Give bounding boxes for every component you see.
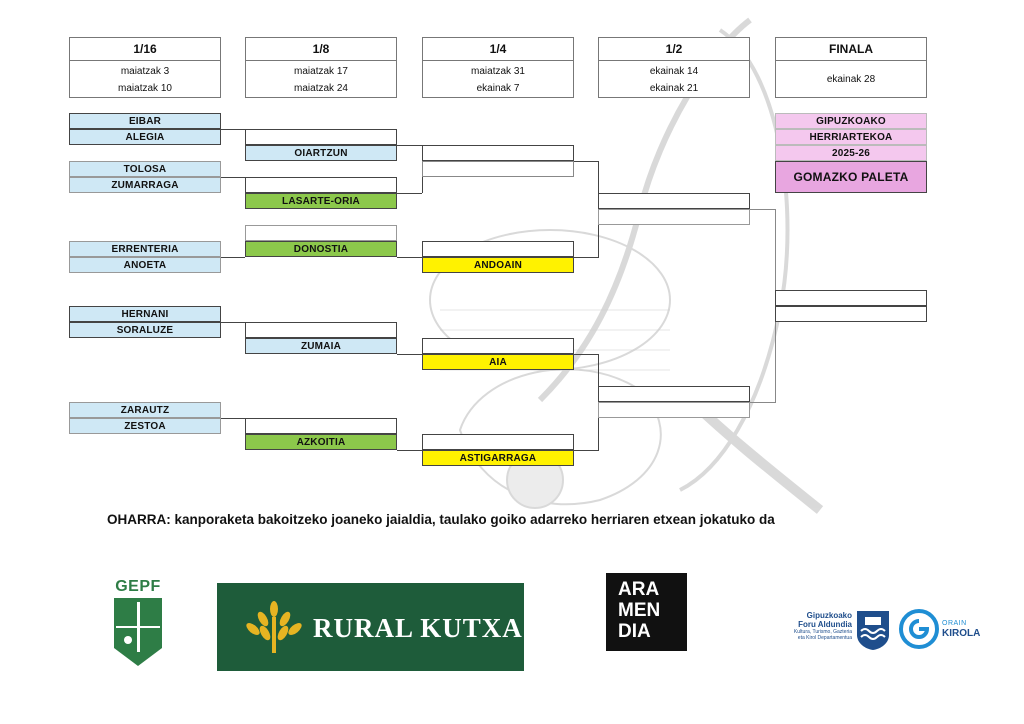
tournament-scope: HERRIARTEKOA xyxy=(775,129,927,145)
team-slot: DONOSTIA xyxy=(245,241,397,257)
rural-kutxa-name: RURAL KUTXA xyxy=(313,613,523,643)
empty-slot xyxy=(245,129,397,145)
empty-slot xyxy=(422,434,574,450)
orain-kirola-icon xyxy=(899,609,939,649)
orain-kirola-text: ORAIN KIROLA xyxy=(942,620,980,639)
team-slot: HERNANI xyxy=(69,306,221,322)
empty-slot xyxy=(422,145,574,161)
bracket-connector xyxy=(574,161,598,162)
empty-slot xyxy=(598,402,750,418)
round-header-1-4: 1/4 maiatzak 31 ekainak 7 xyxy=(422,37,574,98)
wheat-icon xyxy=(246,601,302,653)
team-slot: ASTIGARRAGA xyxy=(422,450,574,466)
aramendia-line: MEN xyxy=(618,600,661,621)
empty-slot xyxy=(422,338,574,354)
round-header-1-2: 1/2 ekainak 14 ekainak 21 xyxy=(598,37,750,98)
round-date: ekainak 28 xyxy=(826,74,876,85)
round-date: ekainak 14 xyxy=(649,66,699,77)
team-slot: ZESTOA xyxy=(69,418,221,434)
bracket-connector xyxy=(397,450,422,451)
round-header-1-8: 1/8 maiatzak 17 maiatzak 24 xyxy=(245,37,397,98)
empty-slot xyxy=(598,193,750,209)
final-slot xyxy=(775,290,927,306)
round-title: FINALA xyxy=(776,38,926,61)
tournament-event: GOMAZKO PALETA xyxy=(775,161,927,193)
bracket-connector xyxy=(221,257,245,258)
bracket-connector xyxy=(574,354,598,355)
bracket-connector xyxy=(397,354,422,355)
bracket-connector xyxy=(397,145,422,146)
bracket-connector xyxy=(221,177,245,178)
empty-slot xyxy=(422,241,574,257)
empty-slot xyxy=(598,386,750,402)
round-header-1-16: 1/16 maiatzak 3 maiatzak 10 xyxy=(69,37,221,98)
aramendia-line: DIA xyxy=(618,621,651,642)
round-date: maiatzak 3 xyxy=(120,66,170,77)
team-slot: ERRENTERIA xyxy=(69,241,221,257)
aramendia-line: ARA xyxy=(618,579,660,600)
gipuzkoa-line: Foru Aldundia xyxy=(798,620,852,629)
team-slot: ZARAUTZ xyxy=(69,402,221,418)
fronton-icon xyxy=(114,598,162,666)
gipuzkoa-line: eta Kirol Departamentua xyxy=(797,635,852,641)
empty-slot xyxy=(245,418,397,434)
team-slot: EIBAR xyxy=(69,113,221,129)
bracket-connector xyxy=(422,161,423,193)
empty-slot xyxy=(245,177,397,193)
round-date: maiatzak 17 xyxy=(294,66,348,77)
team-slot: TOLOSA xyxy=(69,161,221,177)
round-date: maiatzak 31 xyxy=(471,66,525,77)
round-header-final: FINALA ekainak 28 xyxy=(775,37,927,98)
team-slot: ZUMARRAGA xyxy=(69,177,221,193)
round-title: 1/16 xyxy=(70,38,220,61)
bracket-connector xyxy=(750,209,775,210)
team-slot: ALEGIA xyxy=(69,129,221,145)
gipuzkoa-text: Gipuzkoako Foru Aldundia Kultura, Turism… xyxy=(788,611,852,647)
bracket-connector xyxy=(397,193,422,194)
team-slot: AIA xyxy=(422,354,574,370)
team-slot: OIARTZUN xyxy=(245,145,397,161)
round-date: ekainak 7 xyxy=(476,83,520,94)
bracket-connector xyxy=(397,257,422,258)
round-title: 1/2 xyxy=(599,38,749,61)
tournament-region: GIPUZKOAKO xyxy=(775,113,927,129)
bracket-connector xyxy=(221,322,245,323)
gepf-logo-text: GEPF xyxy=(115,578,161,595)
empty-slot xyxy=(245,322,397,338)
round-date: maiatzak 10 xyxy=(118,83,172,94)
bracket-connector xyxy=(750,402,775,403)
round-date: ekainak 21 xyxy=(649,83,699,94)
gepf-logo: GEPF xyxy=(110,578,166,672)
bracket-connector xyxy=(574,450,598,451)
final-slot xyxy=(775,306,927,322)
empty-slot xyxy=(598,209,750,225)
empty-slot xyxy=(245,225,397,241)
round-title: 1/8 xyxy=(246,38,396,61)
tournament-season: 2025-26 xyxy=(775,145,927,161)
bracket-connector xyxy=(574,257,598,258)
bracket-connector xyxy=(221,129,245,130)
rural-kutxa-logo: RURAL KUTXA xyxy=(217,583,524,671)
round-date: maiatzak 24 xyxy=(294,83,348,94)
gipuzkoa-line: Kultura, Turismo, Gazteria xyxy=(793,629,852,635)
round-title: 1/4 xyxy=(423,38,573,61)
bracket-connector xyxy=(221,418,245,419)
team-slot: ZUMAIA xyxy=(245,338,397,354)
gipuzkoa-shield-icon xyxy=(857,611,889,650)
bracket-note: OHARRA: kanporaketa bakoitzeko joaneko j… xyxy=(107,512,775,527)
empty-slot xyxy=(422,161,574,177)
team-slot: ANDOAIN xyxy=(422,257,574,273)
gipuzkoa-line: Gipuzkoako xyxy=(806,611,852,620)
team-slot: AZKOITIA xyxy=(245,434,397,450)
team-slot: LASARTE-ORIA xyxy=(245,193,397,209)
kirola-line: KIROLA xyxy=(942,628,981,639)
team-slot: ANOETA xyxy=(69,257,221,273)
team-slot: SORALUZE xyxy=(69,322,221,338)
orain-line: ORAIN xyxy=(942,620,967,627)
aramendia-logo: ARA MEN DIA xyxy=(606,573,687,651)
